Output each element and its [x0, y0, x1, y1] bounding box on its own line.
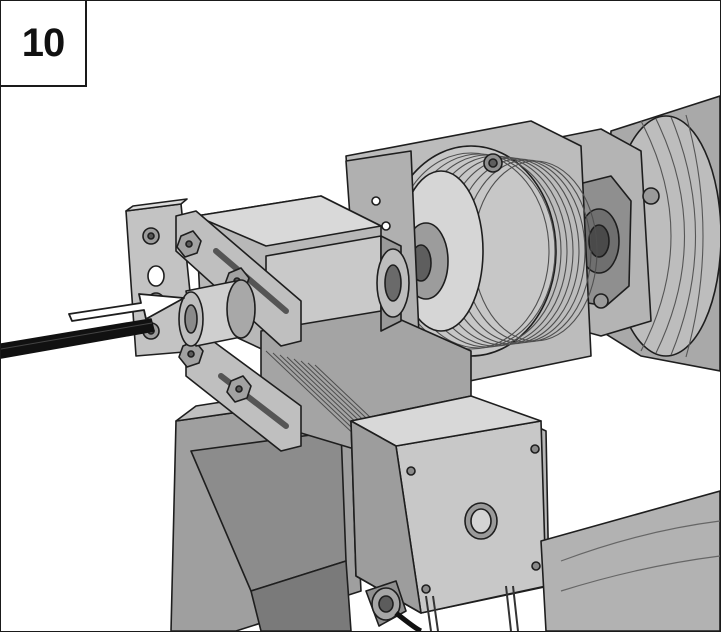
terminal-box [350, 395, 550, 614]
cable-gland [365, 580, 519, 631]
push-arrow-icon [68, 293, 185, 322]
step-number-box: 10 [1, 1, 87, 87]
slotted-bracket-arms [175, 210, 302, 452]
step-number: 10 [21, 20, 65, 65]
output-shaft [178, 279, 256, 347]
base-rail [540, 490, 720, 631]
hex-key-rod [1, 318, 155, 359]
